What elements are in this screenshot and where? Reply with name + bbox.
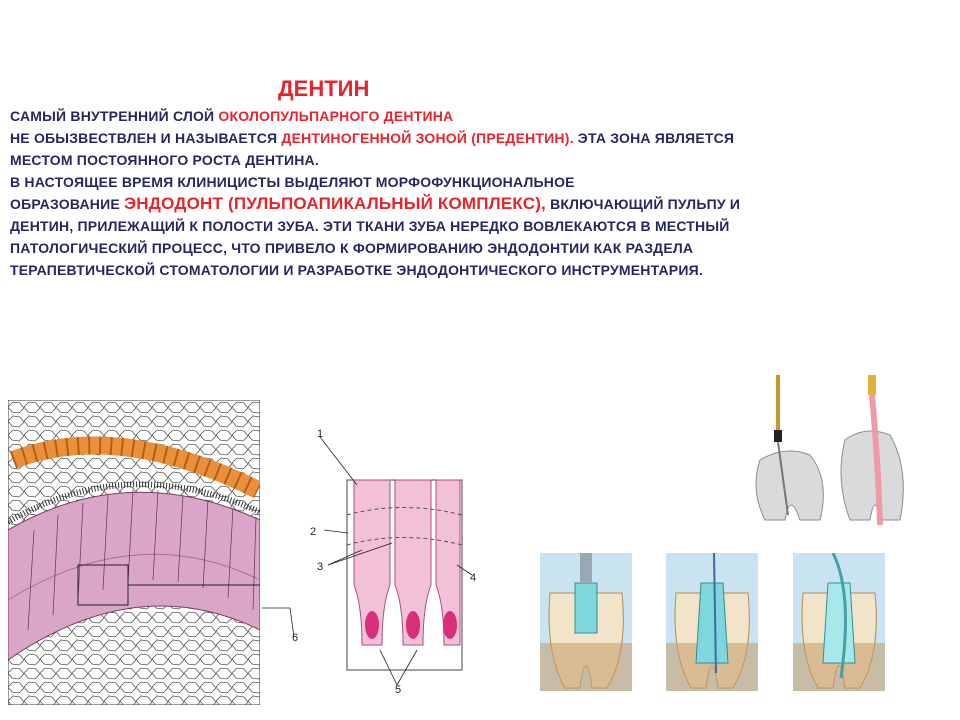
text-line-4: В НАСТОЯЩЕЕ ВРЕМЯ КЛИНИЦИСТЫ ВЫДЕЛЯЮТ МО… [10, 174, 575, 190]
root-canal-step-1 [540, 553, 632, 691]
odontoblast-schematic: 1 2 3 4 5 6 [262, 428, 476, 696]
label-4: 4 [470, 572, 476, 584]
label-1: 1 [317, 428, 323, 440]
label-3: 3 [317, 561, 323, 573]
slide-title: ДЕНТИН [278, 76, 370, 101]
text-line-8: ТЕРАПЕВТИЧЕСКОЙ СТОМАТОЛОГИИ И РАЗРАБОТК… [10, 262, 703, 278]
label-5: 5 [395, 684, 401, 696]
text-run: НЕ ОБЫЗВЕСТВЛЕН И НАЗЫВАЕТСЯ [10, 130, 282, 146]
endodontic-instrument-photo [730, 370, 930, 530]
text-line-5: ОБРАЗОВАНИЕ ЭНДОДОНТ (ПУЛЬПОАПИКАЛЬНЫЙ К… [10, 193, 920, 215]
root-canal-step-3 [793, 553, 885, 691]
text-line-1: САМЫЙ ВНУТРЕННИЙ СЛОЙ ОКОЛОПУЛЬПАРНОГО Д… [10, 106, 920, 127]
text-run: САМЫЙ ВНУТРЕННИЙ СЛОЙ [10, 108, 219, 124]
root-canal-step-2 [666, 553, 758, 691]
dentin-section-illustration [8, 400, 260, 705]
highlight-term: ОКОЛОПУЛЬПАРНОГО ДЕНТИНА [218, 108, 454, 124]
label-2: 2 [310, 526, 316, 538]
highlight-term: ЭНДОДОНТ (ПУЛЬПОАПИКАЛЬНЫЙ КОМПЛЕКС), [123, 194, 546, 213]
text-run: ВКЛЮЧАЮЩИЙ ПУЛЬПУ И [545, 196, 741, 212]
text-line-7: ПАТОЛОГИЧЕСКИЙ ПРОЦЕСС, ЧТО ПРИВЕЛО К ФО… [10, 240, 694, 256]
text-line-2: НЕ ОБЫЗВЕСТВЛЕН И НАЗЫВАЕТСЯ ДЕНТИНОГЕНН… [10, 128, 920, 149]
text-line-6: ДЕНТИН, ПРИЛЕЖАЩИЙ К ПОЛОСТИ ЗУБА. ЭТИ Т… [10, 218, 730, 234]
highlight-term: ДЕНТИНОГЕННОЙ ЗОНОЙ (ПРЕДЕНТИН). [281, 130, 574, 146]
text-line-3: МЕСТОМ ПОСТОЯННОГО РОСТА ДЕНТИНА. [10, 152, 319, 168]
text-run: ЭТА ЗОНА ЯВЛЯЕТСЯ [573, 130, 735, 146]
label-6: 6 [292, 632, 298, 644]
text-run: ОБРАЗОВАНИЕ [10, 196, 124, 212]
